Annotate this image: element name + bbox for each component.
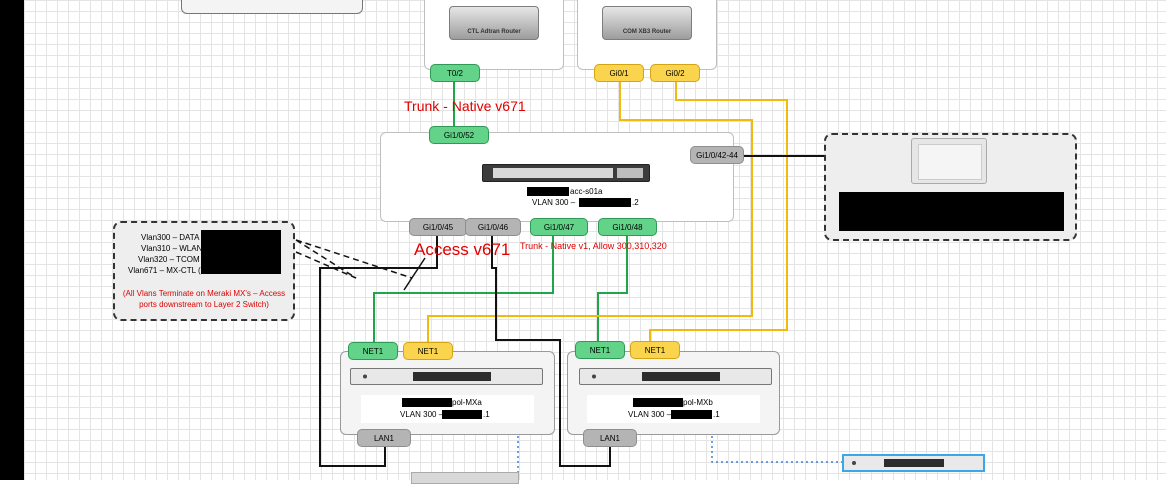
- legend-dash-3: [295, 239, 357, 279]
- line-gi01-mxa-net1: [427, 80, 753, 343]
- line-gi1045-mxa-lan1: [319, 236, 438, 467]
- bottom-partial-box-left: [411, 472, 519, 484]
- vlan-legend-redaction: [201, 230, 281, 274]
- port-gi1048[interactable]: Gi1/0/48: [598, 218, 657, 236]
- access-pointer: [403, 257, 426, 291]
- bottom-right-switch-icon[interactable]: [842, 454, 985, 472]
- port-t02[interactable]: T0/2: [430, 64, 480, 82]
- port-gi1046[interactable]: Gi1/0/46: [465, 218, 521, 236]
- port-mxb-lan1[interactable]: LAN1: [583, 429, 637, 447]
- switch-vlan-suffix: .2: [632, 198, 639, 207]
- mxb-vlan-redaction: [671, 410, 712, 419]
- mxa-vlan-suffix: .1: [483, 410, 490, 419]
- legend-dash-2: [295, 251, 357, 279]
- vlan-legend-line-3: Vlan320 – TCOM (: [138, 255, 205, 264]
- mxa-name-redaction: [402, 398, 452, 407]
- mxb-vlan-suffix: .1: [713, 410, 720, 419]
- line-gi1048-mxb-net1: [597, 236, 628, 343]
- port-gi1042-44[interactable]: Gi1/0/42-44: [690, 146, 744, 164]
- left-window-edge: [0, 0, 24, 480]
- line-gi1046-mxb-lan1: [491, 236, 611, 467]
- ctl-router-label: CTL Adtran Router: [467, 29, 521, 35]
- trunk-native-v1-annotation: Trunk - Native v1, Allow 300,310,320: [520, 241, 667, 251]
- access-671-annotation: Access v671: [414, 240, 511, 259]
- mxa-appliance-icon: [350, 368, 543, 385]
- line-gi1047-mxa-net1: [373, 236, 554, 343]
- port-mxb-net1-green[interactable]: NET1: [575, 341, 625, 359]
- mxb-vlan-prefix: VLAN 300 –: [628, 410, 672, 419]
- switch-name-label: acc-s01a: [570, 187, 603, 196]
- port-gi1045[interactable]: Gi1/0/45: [409, 218, 467, 236]
- vlan-legend-line-2: Vlan310 – WLAN: [141, 244, 203, 253]
- vlan-legend-line-1: Vlan300 – DATA (: [141, 233, 204, 242]
- legend-dash-1: [295, 239, 413, 279]
- mxa-vlan-prefix: VLAN 300 –: [400, 410, 444, 419]
- right-device-redaction: [839, 192, 1064, 231]
- port-mxa-net1-green[interactable]: NET1: [348, 342, 398, 360]
- line-gi02-mxb-net1: [649, 80, 788, 343]
- port-gi02[interactable]: Gi0/2: [650, 64, 700, 82]
- mxa-name-label: pol-MXa: [452, 398, 482, 407]
- vlan-legend-line-4: Vlan671 – MX-CTL (: [128, 266, 201, 275]
- port-gi01[interactable]: Gi0/1: [594, 64, 644, 82]
- mxb-appliance-icon: [579, 368, 772, 385]
- ctl-adtran-router-icon: CTL Adtran Router: [449, 6, 539, 40]
- access-switch-icon: [482, 164, 650, 182]
- port-gi1052[interactable]: Gi1/0/52: [429, 126, 489, 144]
- com-xb3-router-icon: COM XB3 Router: [602, 6, 692, 40]
- right-device-icon: [911, 138, 987, 184]
- mxb-name-redaction: [633, 398, 683, 407]
- com-router-label: COM XB3 Router: [622, 29, 672, 35]
- dotted-link-mxb: [711, 436, 846, 463]
- port-mxa-net1-yellow[interactable]: NET1: [403, 342, 453, 360]
- port-mxa-lan1[interactable]: LAN1: [357, 429, 411, 447]
- trunk-native-671-annotation: Trunk - Native v671: [404, 98, 526, 114]
- mxa-vlan-redaction: [442, 410, 482, 419]
- port-gi1047[interactable]: Gi1/0/47: [530, 218, 588, 236]
- mxb-name-label: pol-MXb: [683, 398, 713, 407]
- port-mxb-net1-yellow[interactable]: NET1: [630, 341, 680, 359]
- vlan-legend-note: (All Vlans Terminate on Meraki MX's – Ac…: [122, 289, 286, 309]
- switch-vlan-prefix: VLAN 300 –: [532, 198, 576, 207]
- switch-vlan-redaction: [579, 198, 631, 207]
- switch-name-redaction: [527, 187, 569, 196]
- top-left-partial-box: [181, 0, 363, 14]
